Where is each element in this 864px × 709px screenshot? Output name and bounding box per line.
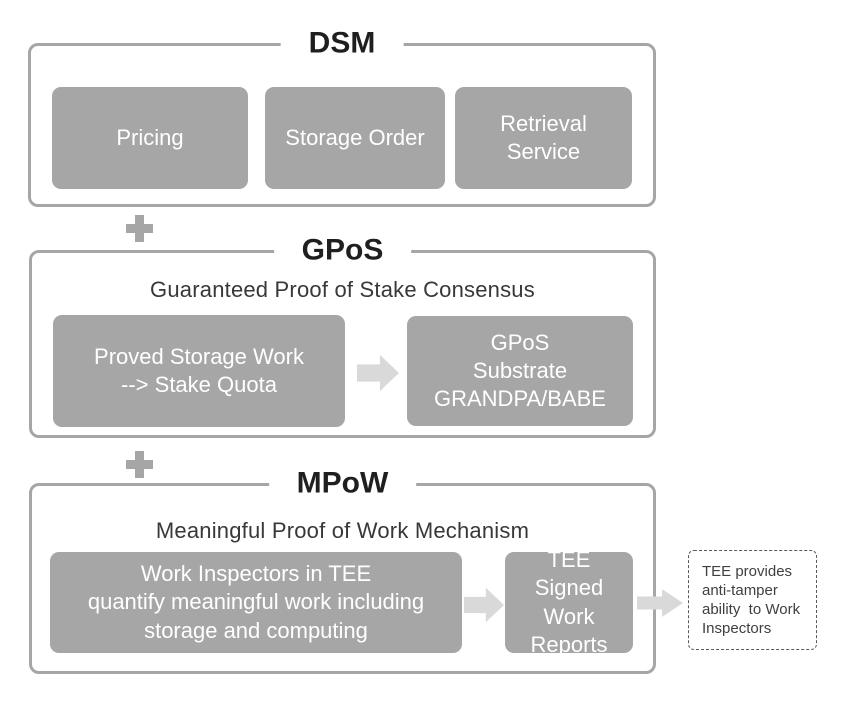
pricing-box: Pricing (52, 87, 248, 189)
gpos-title: GPoS (273, 233, 412, 267)
mpow-title: MPoW (268, 466, 417, 500)
tee-note: TEE provides anti-tamper ability to Work… (688, 550, 817, 650)
plus-icon (126, 215, 153, 242)
mpow-subtitle: Meaningful Proof of Work Mechanism (155, 518, 530, 543)
tee-signed-work-reports-box: TEE Signed Work Reports (505, 547, 633, 657)
gpos-subtitle: Guaranteed Proof of Stake Consensus (150, 277, 535, 302)
gpos-section: GPoS Guaranteed Proof of Stake Consensus… (29, 233, 656, 438)
arrow-right-icon (637, 587, 683, 619)
dsm-section: DSM Pricing Storage Order Retrieval Serv… (28, 26, 656, 207)
dsm-title: DSM (280, 26, 404, 60)
arrow-right-icon (464, 585, 504, 625)
storage-order-box: Storage Order (265, 87, 445, 189)
mpow-section: MPoW Meaningful Proof of Work Mechanism … (29, 466, 656, 674)
proved-storage-work-box: Proved Storage Work --> Stake Quota (53, 315, 345, 427)
work-inspectors-box: Work Inspectors in TEE quantify meaningf… (50, 552, 462, 653)
gpos-substrate-box: GPoS Substrate GRANDPA/BABE (407, 316, 633, 426)
arrow-right-icon (357, 352, 399, 394)
plus-icon (126, 451, 153, 478)
retrieval-service-box: Retrieval Service (455, 87, 632, 189)
